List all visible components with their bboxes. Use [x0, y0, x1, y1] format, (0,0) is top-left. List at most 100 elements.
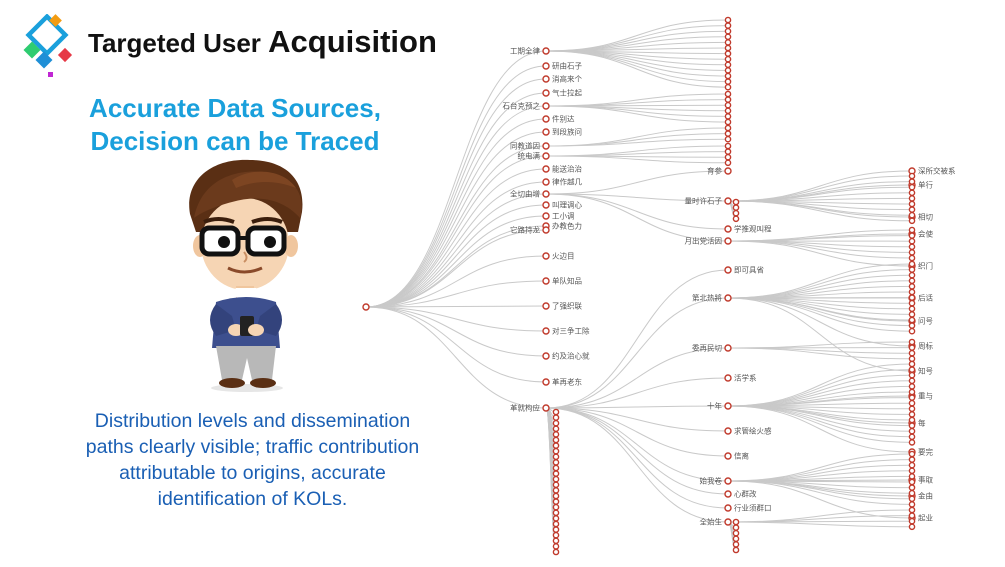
tree-node[interactable] [908, 189, 916, 197]
tree-node[interactable] [552, 526, 560, 533]
tree-node[interactable] [724, 124, 732, 132]
tree-node[interactable] [908, 195, 916, 202]
tree-node[interactable] [552, 414, 560, 421]
tree-node[interactable] [908, 172, 916, 180]
tree-node[interactable] [724, 44, 732, 52]
tree-node[interactable] [908, 200, 916, 208]
tree-node[interactable] [732, 546, 740, 554]
tree-node[interactable] [732, 535, 740, 543]
tree-node[interactable] [908, 206, 916, 213]
tree-node[interactable] [724, 78, 732, 85]
tree-node[interactable] [908, 495, 916, 503]
tree-node[interactable] [908, 260, 916, 268]
tree-node[interactable] [542, 75, 550, 83]
tree-node[interactable] [724, 225, 732, 233]
tree-node[interactable] [362, 303, 370, 311]
tree-node[interactable] [908, 183, 916, 191]
tree-node[interactable] [724, 113, 732, 120]
tree-node[interactable] [908, 456, 916, 463]
tree-node[interactable] [724, 294, 732, 302]
tree-node[interactable] [908, 271, 916, 279]
tree-node[interactable] [724, 135, 732, 143]
tree-node[interactable] [908, 478, 916, 486]
tree-node[interactable] [724, 452, 732, 460]
tree-node[interactable] [552, 442, 560, 449]
tree-node[interactable] [908, 237, 916, 245]
tree-node[interactable] [908, 344, 916, 351]
tree-node[interactable] [724, 27, 732, 35]
tree-node[interactable] [908, 299, 916, 307]
tree-node[interactable] [552, 475, 560, 483]
tree-node[interactable] [724, 90, 732, 98]
tree-node[interactable] [724, 266, 732, 274]
tree-node[interactable] [724, 61, 732, 69]
tree-node[interactable] [542, 102, 550, 110]
tree-node[interactable] [552, 419, 560, 427]
tree-node[interactable] [724, 153, 732, 161]
tree-node[interactable] [908, 327, 916, 335]
tree-node[interactable] [908, 416, 916, 424]
tree-node[interactable] [908, 506, 916, 514]
tree-node[interactable] [908, 294, 916, 301]
tree-node[interactable] [724, 96, 732, 103]
tree-node[interactable] [542, 327, 550, 335]
tree-node[interactable] [724, 490, 732, 498]
tree-node[interactable] [908, 355, 916, 363]
tree-node[interactable] [542, 62, 550, 70]
tree-node[interactable] [908, 338, 916, 346]
tree-node[interactable] [908, 178, 916, 185]
tree-node[interactable] [908, 517, 916, 525]
tree-node[interactable] [724, 72, 732, 80]
tree-node[interactable] [724, 374, 732, 382]
tree-node[interactable] [724, 39, 732, 46]
tree-node[interactable] [724, 67, 732, 74]
tree-node[interactable] [908, 249, 916, 256]
tree-node[interactable] [732, 215, 740, 223]
tree-node[interactable] [908, 439, 916, 446]
tree-node[interactable] [724, 344, 732, 352]
tree-node[interactable] [542, 404, 550, 412]
tree-node[interactable] [732, 204, 740, 211]
tree-node[interactable] [724, 504, 732, 512]
tree-node[interactable] [552, 425, 560, 433]
tree-node[interactable] [908, 433, 916, 441]
tree-node[interactable] [908, 366, 916, 373]
tree-node[interactable] [724, 518, 732, 526]
tree-node[interactable] [724, 148, 732, 155]
tree-node[interactable] [542, 352, 550, 360]
tree-node[interactable] [552, 453, 560, 461]
tree-node[interactable] [908, 388, 916, 396]
tree-node[interactable] [908, 288, 916, 296]
tree-node[interactable] [908, 411, 916, 418]
tree-node[interactable] [724, 50, 732, 57]
tree-node[interactable] [542, 212, 550, 220]
tree-node[interactable] [552, 537, 560, 545]
tree-node[interactable] [542, 47, 550, 55]
tree-node[interactable] [724, 101, 732, 109]
tree-node[interactable] [552, 487, 560, 494]
tree-node[interactable] [724, 477, 732, 485]
tree-node[interactable] [724, 107, 732, 115]
tree-node[interactable] [542, 178, 550, 186]
tree-node[interactable] [724, 22, 732, 29]
tree-node[interactable] [908, 311, 916, 318]
tree-node[interactable] [724, 167, 732, 175]
tree-node[interactable] [724, 142, 732, 150]
tree-node[interactable] [908, 305, 916, 313]
tree-node[interactable] [908, 467, 916, 475]
tree-node[interactable] [552, 492, 560, 500]
tree-node[interactable] [552, 515, 560, 522]
tree-node[interactable] [552, 447, 560, 455]
tree-node[interactable] [908, 211, 916, 219]
tree-node[interactable] [908, 254, 916, 262]
tree-node[interactable] [732, 524, 740, 531]
tree-node[interactable] [724, 83, 732, 91]
tree-node[interactable] [908, 484, 916, 491]
tree-node[interactable] [908, 383, 916, 390]
tree-node[interactable] [552, 470, 560, 477]
tree-node[interactable] [908, 277, 916, 285]
tree-node[interactable] [552, 436, 560, 444]
tree-node[interactable] [552, 531, 560, 539]
tree-node[interactable] [542, 302, 550, 310]
tree-node[interactable] [542, 115, 550, 123]
